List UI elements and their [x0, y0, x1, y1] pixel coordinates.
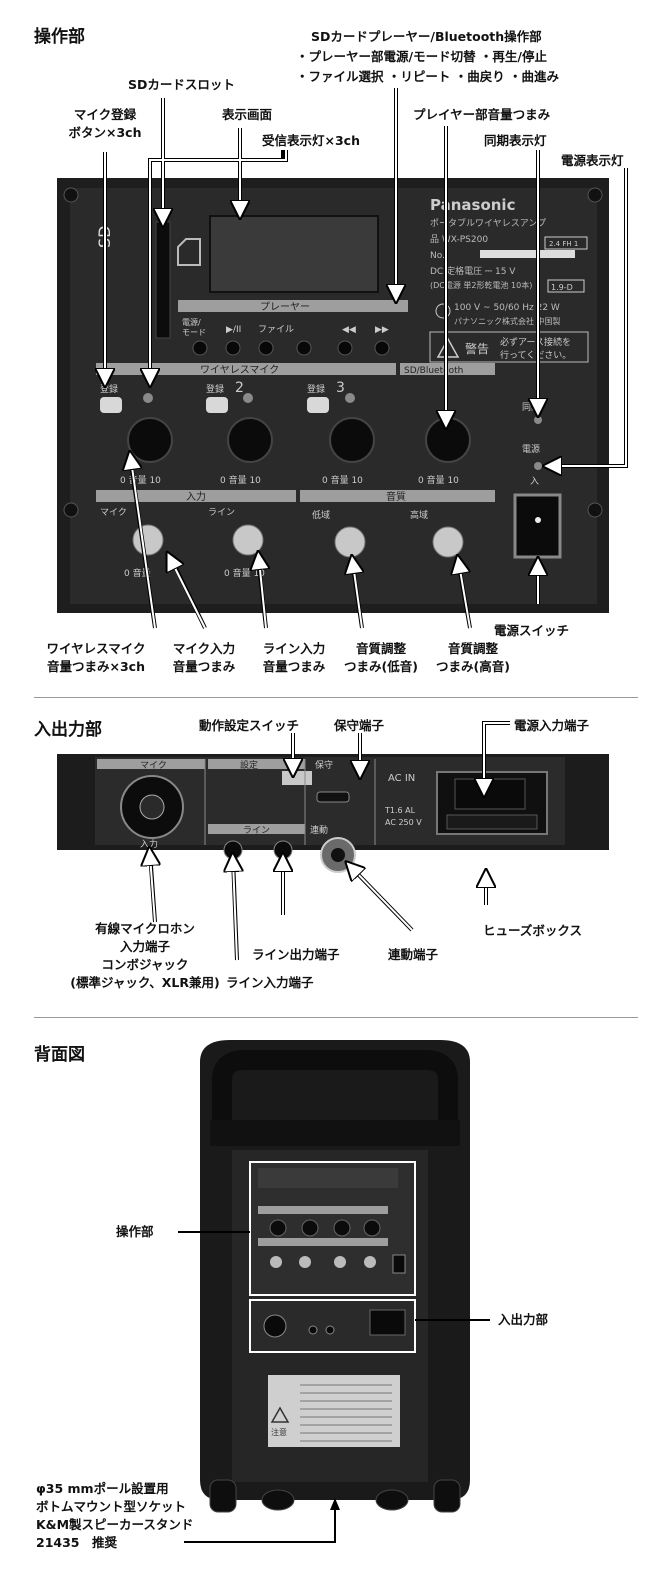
sd-card-icon: [177, 238, 201, 266]
label-rx-indicator: 受信表示灯×3ch: [262, 133, 360, 148]
svg-text:▶▶: ▶▶: [375, 325, 389, 335]
divider-1: [34, 697, 638, 698]
label-link: 連動端子: [388, 947, 439, 962]
svg-text:連動: 連動: [310, 824, 328, 836]
label-power-indicator: 電源表示灯: [561, 153, 624, 168]
controls-callout-arrows: [0, 88, 628, 629]
label-sd-slot: SDカードスロット: [128, 77, 235, 92]
svg-text:ポータブルワイヤレスアンプ: ポータブルワイヤレスアンプ: [430, 217, 546, 229]
svg-text:高域: 高域: [410, 509, 428, 521]
svg-text:品 WX-PS200: 品 WX-PS200: [430, 234, 488, 245]
svg-text:▶/II: ▶/II: [226, 325, 241, 335]
svg-text:パナソニック株式会社 中国製: パナソニック株式会社 中国製: [454, 316, 561, 326]
label-mic-jack: 有線マイクロホン 入力端子 コンボジャック (標準ジャック、XLR兼用): [70, 921, 220, 990]
svg-text:0 音量 10: 0 音量 10: [120, 474, 161, 486]
svg-text:0 音量 10: 0 音量 10: [322, 474, 363, 486]
label-bottom-mount: φ35 mmポール設置用 ボトムマウント型ソケット K&M製スピーカースタンド …: [36, 1481, 194, 1550]
svg-text:2: 2: [235, 380, 244, 396]
svg-text:1.9-D: 1.9-D: [551, 283, 573, 292]
svg-text:電源: 電源: [522, 444, 540, 455]
label-rear-io: 入出力部: [498, 1312, 549, 1327]
svg-text:AC IN: AC IN: [388, 773, 415, 784]
controls-section: 操作部 SDカードプレーヤー/Bluetooth操作部 ・プレーヤー部電源/モー…: [0, 0, 667, 697]
svg-text:3: 3: [336, 380, 345, 396]
svg-text:ファイル: ファイル: [258, 325, 294, 335]
svg-text:マイク: マイク: [140, 760, 167, 771]
svg-text:入: 入: [530, 476, 539, 487]
svg-text:AC 250 V: AC 250 V: [385, 818, 422, 827]
svg-text:設定: 設定: [240, 759, 258, 771]
io-section: 入出力部 動作設定スイッチ 保守端子 電源入力端子 マイク 設定 保守 AC I…: [0, 697, 667, 873]
svg-text:登録: 登録: [206, 383, 224, 395]
label-tone-low: 音質調整 つまみ(低音): [344, 641, 418, 674]
label-display: 表示画面: [222, 107, 273, 122]
svg-text:プレーヤー: プレーヤー: [260, 301, 310, 313]
label-tone-high: 音質調整 つまみ(高音): [436, 641, 510, 674]
divider-2: [34, 1017, 638, 1018]
svg-text:ライン: ライン: [208, 507, 235, 518]
label-line-out: ライン出力端子: [252, 947, 340, 962]
label-maintenance: 保守端子: [334, 718, 385, 733]
io-panel-illustration: マイク 設定 保守 AC IN T1.6 AL AC 250 V 入力 ライン …: [57, 754, 609, 873]
label-line-input-volume: ライン入力 音量つまみ: [262, 641, 326, 674]
svg-text:DC 定格電圧 ⎓ 15 V: DC 定格電圧 ⎓ 15 V: [430, 265, 516, 277]
svg-text:100 V ~ 50/60 Hz 22 W: 100 V ~ 50/60 Hz 22 W: [454, 303, 560, 313]
label-sd-player-line2: ・ファイル選択 ・リピート ・曲戻り ・曲進み: [296, 69, 560, 84]
io-section-title: 入出力部: [34, 720, 102, 740]
svg-text:保守: 保守: [315, 759, 333, 771]
svg-text:2.4 FH 1: 2.4 FH 1: [549, 240, 578, 248]
svg-text:音質: 音質: [386, 490, 406, 503]
label-mic-register: マイク登録 ボタン×3ch: [68, 107, 142, 140]
controls-section-title: 操作部: [34, 27, 85, 47]
svg-text:行ってください。: 行ってください。: [500, 349, 571, 361]
label-power-switch: 電源スイッチ: [494, 623, 570, 638]
label-sd-player-line1: ・プレーヤー部電源/モード切替 ・再生/停止: [296, 49, 547, 64]
label-player-volume: プレイヤー部音量つまみ: [413, 107, 551, 122]
rear-section-title: 背面図: [34, 1045, 85, 1065]
label-ac-in: 電源入力端子: [514, 718, 590, 733]
label-fuse-box: ヒューズボックス: [483, 923, 583, 938]
label-line-in: ライン入力端子: [226, 975, 314, 990]
svg-text:T1.6 AL: T1.6 AL: [384, 806, 416, 815]
svg-text:登録: 登録: [307, 383, 325, 395]
svg-text:電源/: 電源/: [182, 318, 201, 327]
svg-text:ワイヤレスマイク: ワイヤレスマイク: [200, 364, 279, 376]
svg-text:モード: モード: [182, 328, 206, 337]
caution-label: [268, 1375, 400, 1447]
svg-text:0 音量 10: 0 音量 10: [418, 474, 459, 486]
label-dip-switch: 動作設定スイッチ: [199, 718, 300, 733]
svg-text:ライン: ライン: [243, 825, 270, 836]
label-wireless-volume: ワイヤレスマイク 音量つまみ×3ch: [46, 641, 146, 674]
label-mic-input-volume: マイク入力 音量つまみ: [172, 641, 236, 674]
svg-text:SD/Bluetooth: SD/Bluetooth: [404, 366, 463, 376]
svg-text:0 音量 10: 0 音量 10: [220, 474, 261, 486]
caution-icon: [270, 1406, 290, 1423]
svg-text:0 音量: 0 音量: [124, 567, 151, 579]
display-screen: [209, 215, 379, 293]
label-rear-controls: 操作部: [116, 1224, 154, 1239]
maintenance-port: [316, 791, 350, 803]
svg-text:No.: No.: [430, 251, 445, 261]
svg-text:◀◀: ◀◀: [342, 325, 356, 335]
svg-text:マイク: マイク: [100, 507, 127, 518]
svg-text:低域: 低域: [312, 509, 330, 521]
svg-text:警告: 警告: [465, 341, 489, 356]
svg-text:(DC電源 単2形乾電池 10本): (DC電源 単2形乾電池 10本): [430, 280, 532, 290]
svg-text:入力: 入力: [186, 490, 206, 503]
brand-logo: Panasonic: [430, 196, 515, 214]
svg-text:必ずアース接続を: 必ずアース接続を: [500, 336, 571, 348]
label-sd-player: SDカードプレーヤー/Bluetooth操作部: [311, 29, 542, 44]
label-sync-indicator: 同期表示灯: [484, 133, 547, 148]
svg-text:注意: 注意: [271, 1427, 287, 1437]
